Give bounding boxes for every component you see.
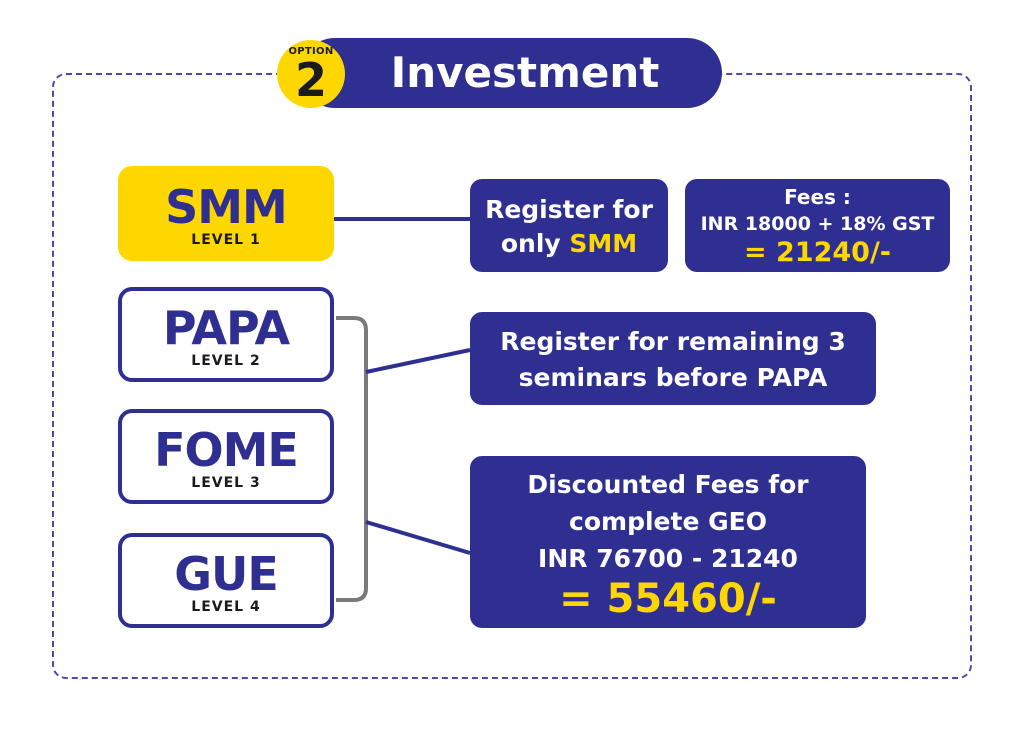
- smm-register-highlight: SMM: [569, 229, 638, 258]
- levels-bracket: [336, 316, 368, 602]
- remaining-line1: Register for remaining 3: [500, 327, 846, 356]
- smm-register-line2: only SMM: [470, 227, 668, 261]
- discount-line1: Discounted Fees for: [527, 470, 809, 499]
- remaining-register-box: Register for remaining 3 seminars before…: [470, 312, 876, 405]
- level-number: LEVEL 2: [191, 353, 261, 369]
- level-box-papa: PAPA LEVEL 2: [118, 287, 334, 382]
- page-title: Investment: [390, 48, 660, 97]
- level-number: LEVEL 1: [191, 232, 261, 248]
- level-box-smm: SMM LEVEL 1: [118, 166, 334, 261]
- level-name: GUE: [174, 547, 279, 601]
- remaining-line2: seminars before PAPA: [518, 363, 828, 392]
- header-banner: [300, 38, 722, 108]
- discount-total: = 55460/-: [559, 576, 777, 622]
- smm-fees-box: Fees : INR 18000 + 18% GST = 21240/-: [685, 179, 950, 272]
- remaining-connector: [365, 348, 471, 374]
- discount-connector: [365, 520, 471, 555]
- fees-total: = 21240/-: [743, 237, 892, 268]
- option-label: OPTION: [288, 46, 334, 57]
- level-name: FOME: [154, 423, 299, 477]
- discount-box: Discounted Fees for complete GEO INR 767…: [470, 456, 866, 628]
- discount-line3: INR 76700 - 21240: [538, 544, 798, 573]
- smm-register-prefix: only: [500, 229, 570, 258]
- smm-register-line1: Register for: [485, 195, 653, 224]
- level-number: LEVEL 4: [191, 599, 261, 615]
- smm-register-box: Register for only SMM: [470, 179, 668, 272]
- level-name: PAPA: [162, 301, 290, 355]
- fees-amount: INR 18000 + 18% GST: [700, 213, 935, 235]
- discount-line2: complete GEO: [569, 507, 767, 536]
- level-name: SMM: [165, 180, 288, 234]
- level-box-fome: FOME LEVEL 3: [118, 409, 334, 504]
- level-number: LEVEL 3: [191, 475, 261, 491]
- fees-label: Fees :: [784, 185, 851, 209]
- option-number: 2: [294, 53, 327, 107]
- level-box-gue: GUE LEVEL 4: [118, 533, 334, 628]
- option-badge: OPTION 2: [277, 40, 345, 108]
